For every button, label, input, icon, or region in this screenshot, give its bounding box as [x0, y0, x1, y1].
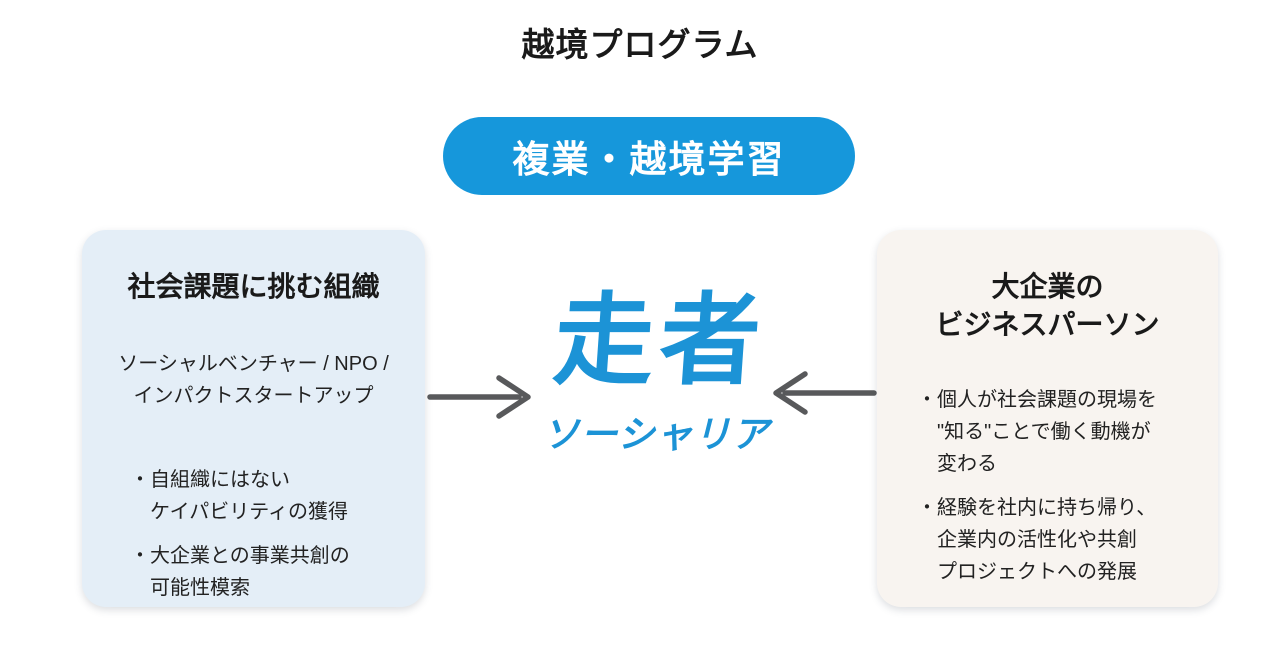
- business-persons-box: 大企業の ビジネスパーソン ・ 個人が社会課題の現場を "知る"ことで働く動機が…: [877, 230, 1218, 607]
- page-title: 越境プログラム: [521, 26, 759, 63]
- logo-main-text: 走者: [550, 285, 770, 397]
- business-persons-bullet-list: ・ 個人が社会課題の現場を "知る"ことで働く動機が 変わる ・ 経験を社内に持…: [895, 384, 1200, 588]
- arrow-left-icon: [773, 371, 877, 415]
- bullet-marker: ・: [917, 388, 937, 411]
- bullet-marker: ・: [917, 496, 937, 519]
- bullet-text: 経験を社内に持ち帰り、 企業内の活性化や共創 プロジェクトへの発展: [937, 496, 1157, 583]
- list-item: ・ 経験を社内に持ち帰り、 企業内の活性化や共創 プロジェクトへの発展: [917, 492, 1200, 588]
- social-organizations-box: 社会課題に挑む組織 ソーシャルベンチャー / NPO / インパクトスタートアッ…: [82, 230, 425, 607]
- list-item: ・ 大企業との事業共創の 可能性模索: [130, 540, 407, 604]
- bullet-marker: ・: [130, 544, 150, 567]
- social-organizations-heading: 社会課題に挑む組織: [127, 271, 380, 302]
- logo-sub-text: ソーシャリア: [540, 414, 778, 455]
- bullet-marker: ・: [130, 468, 150, 491]
- program-type-label: 複業・越境学習: [512, 139, 786, 180]
- social-organizations-subtext: ソーシャルベンチャー / NPO / インパクトスタートアップ: [118, 352, 389, 407]
- sosharia-logo: 走者 ソーシャリア: [535, 282, 785, 458]
- bullet-text: 大企業との事業共創の 可能性模索: [150, 544, 350, 599]
- social-organizations-bullet-list: ・ 自組織にはない ケイパビリティの獲得 ・ 大企業との事業共創の 可能性模索: [100, 464, 407, 604]
- bullet-text: 自組織にはない ケイパビリティの獲得: [150, 468, 348, 523]
- program-type-pill: 複業・越境学習: [443, 117, 855, 195]
- arrow-right-icon: [427, 375, 531, 419]
- bullet-text: 個人が社会課題の現場を "知る"ことで働く動機が 変わる: [937, 388, 1157, 475]
- list-item: ・ 個人が社会課題の現場を "知る"ことで働く動機が 変わる: [917, 384, 1200, 480]
- list-item: ・ 自組織にはない ケイパビリティの獲得: [130, 464, 407, 528]
- business-persons-heading: 大企業の ビジネスパーソン: [935, 271, 1160, 340]
